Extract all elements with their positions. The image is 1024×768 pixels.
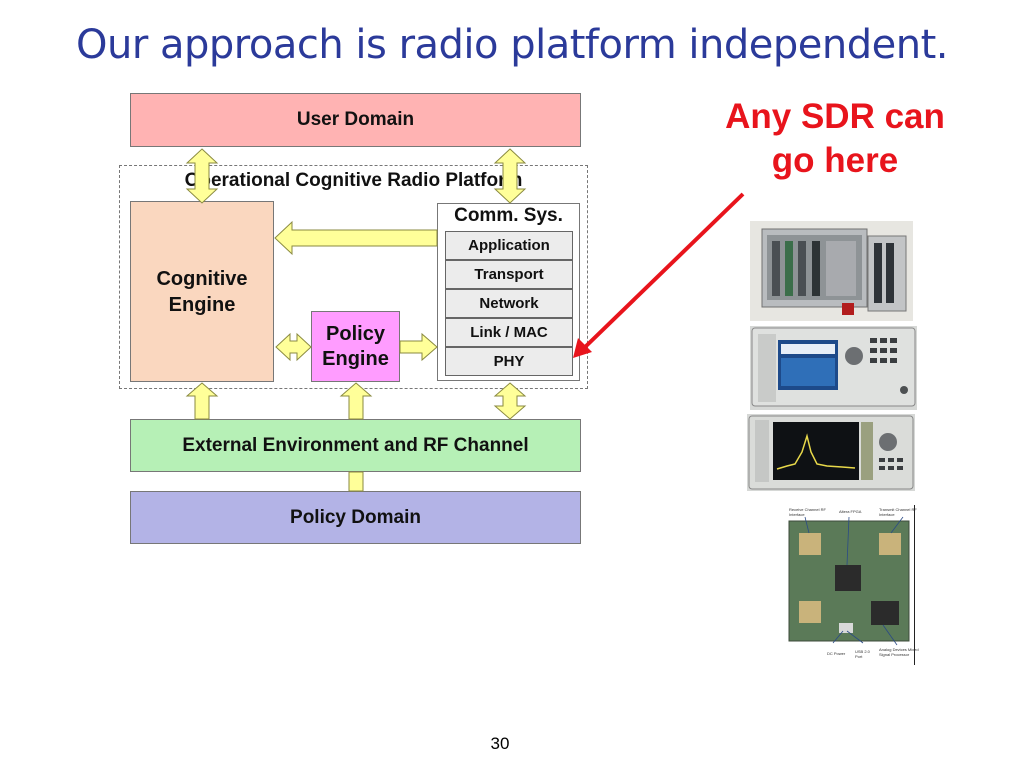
- slide-title: Our approach is radio platform independe…: [76, 22, 948, 68]
- signal-generator-photo: [750, 326, 917, 410]
- user-cognitive-arrow: [185, 148, 219, 204]
- cognitive-policy-arrow: [275, 332, 312, 362]
- spectrum-analyzer-photo: [747, 414, 915, 491]
- layer-link-mac: Link / MAC: [445, 318, 573, 347]
- cognitive-engine-line1: Cognitive: [156, 267, 248, 290]
- policy-domain-box: Policy Domain: [130, 491, 581, 544]
- board-label-tx: Transmit Channel RF Interface: [879, 507, 917, 517]
- layer-phy: PHY: [445, 347, 573, 376]
- policy-domain-connector: [348, 471, 364, 492]
- ext-to-cognitive-arrow: [185, 382, 219, 420]
- layer-application: Application: [445, 231, 573, 260]
- chassis-photo: [750, 221, 913, 321]
- comm-sys-label: Comm. Sys.: [454, 205, 563, 226]
- user-comm-arrow: [493, 148, 527, 204]
- sdr-board-photo: Receive Channel RF Interface Altera FPGA…: [775, 505, 920, 665]
- callout-arrow-line: [580, 192, 745, 352]
- chassis-illustration: [750, 221, 913, 321]
- board-label-adi: Analog Devices Mixed Signal Processor: [879, 647, 919, 657]
- sdr-callout: Any SDR can go here: [690, 95, 980, 183]
- board-label-usb: USB 2.0 Port: [855, 649, 870, 659]
- sdr-board-illustration: [788, 516, 910, 646]
- layer-transport: Transport: [445, 260, 573, 289]
- layer-network: Network: [445, 289, 573, 318]
- ext-to-policy-arrow: [339, 382, 373, 420]
- sdr-callout-line2: go here: [771, 141, 899, 180]
- platform-label: Operational Cognitive Radio Platform: [184, 170, 523, 191]
- comm-to-cognitive-arrow: [274, 220, 438, 256]
- signal-generator-illustration: [751, 327, 916, 407]
- callout-arrow-head: [573, 338, 592, 358]
- ext-comm-arrow: [493, 382, 527, 420]
- policy-to-comm-arrow: [399, 332, 438, 362]
- board-label-dc: DC Power: [827, 651, 846, 656]
- sdr-callout-line1: Any SDR can: [725, 97, 945, 136]
- page-number: 30: [490, 734, 510, 753]
- cognitive-engine-box: Cognitive Engine: [130, 201, 274, 382]
- policy-engine-line2: Engine: [322, 347, 389, 370]
- user-domain-box: User Domain: [130, 93, 581, 147]
- board-label-fpga: Altera FPGA: [839, 509, 862, 514]
- board-edge-line: [914, 505, 915, 665]
- policy-engine-box: Policy Engine: [311, 311, 400, 382]
- policy-engine-line1: Policy: [326, 322, 385, 345]
- board-label-rx: Receive Channel RF Interface: [789, 507, 826, 517]
- spectrum-analyzer-illustration: [748, 415, 914, 490]
- cognitive-engine-line2: Engine: [168, 293, 236, 316]
